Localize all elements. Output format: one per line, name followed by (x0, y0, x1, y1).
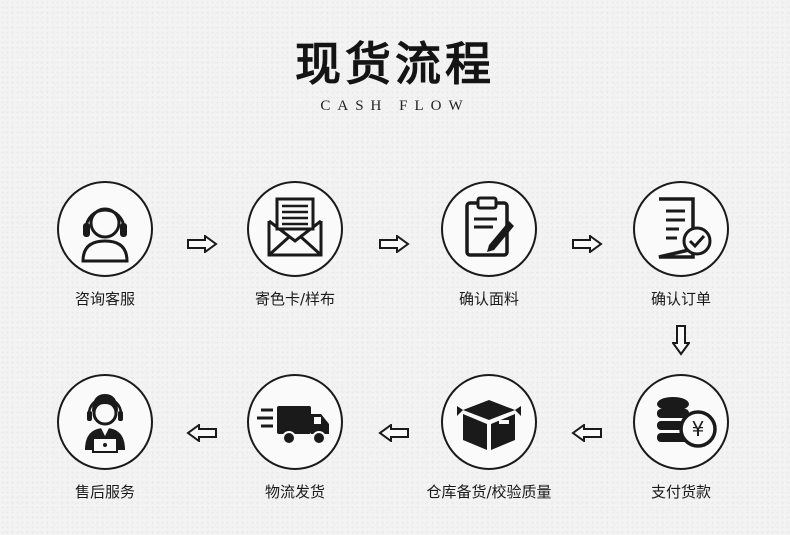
step-label-shipping: 物流发货 (264, 483, 325, 501)
document-check-icon (658, 197, 712, 259)
step-label-consult: 咨询客服 (74, 290, 135, 308)
arrow-left-icon (186, 424, 217, 442)
after-sales-agent-icon (85, 394, 125, 453)
step-label-warehouse: 仓库备货/校验质量 (426, 483, 552, 501)
customer-service-icon (81, 207, 129, 263)
step-label-sample: 寄色卡/样布 (254, 290, 336, 308)
page-subtitle: CASH FLOW (320, 98, 470, 114)
step-label-aftersales: 售后服务 (74, 483, 135, 501)
step-label-order: 确认订单 (650, 290, 711, 308)
coins-yen-icon: ¥ (657, 397, 717, 448)
step-circle-warehouse (441, 374, 537, 470)
yen-symbol: ¥ (692, 417, 705, 441)
arrow-left-icon (378, 424, 409, 442)
arrow-right-icon (187, 235, 218, 253)
step-circle-pay: ¥ (633, 374, 729, 470)
step-label-fabric: 确认面料 (458, 290, 519, 308)
step-circle-shipping (247, 374, 343, 470)
box-icon (457, 400, 521, 450)
arrow-right-icon (572, 235, 603, 253)
arrow-right-icon (379, 235, 410, 253)
step-circle-sample (247, 181, 343, 277)
clipboard-pen-icon (465, 196, 514, 257)
step-circle-aftersales (57, 374, 153, 470)
arrow-down-icon (672, 325, 690, 356)
step-label-pay: 支付货款 (650, 483, 711, 501)
envelope-icon (267, 197, 323, 257)
step-circle-order (633, 181, 729, 277)
step-circle-consult (57, 181, 153, 277)
page-title: 现货流程 (295, 37, 495, 91)
step-circle-fabric (441, 181, 537, 277)
arrow-left-icon (571, 424, 602, 442)
delivery-truck-icon (257, 406, 329, 445)
